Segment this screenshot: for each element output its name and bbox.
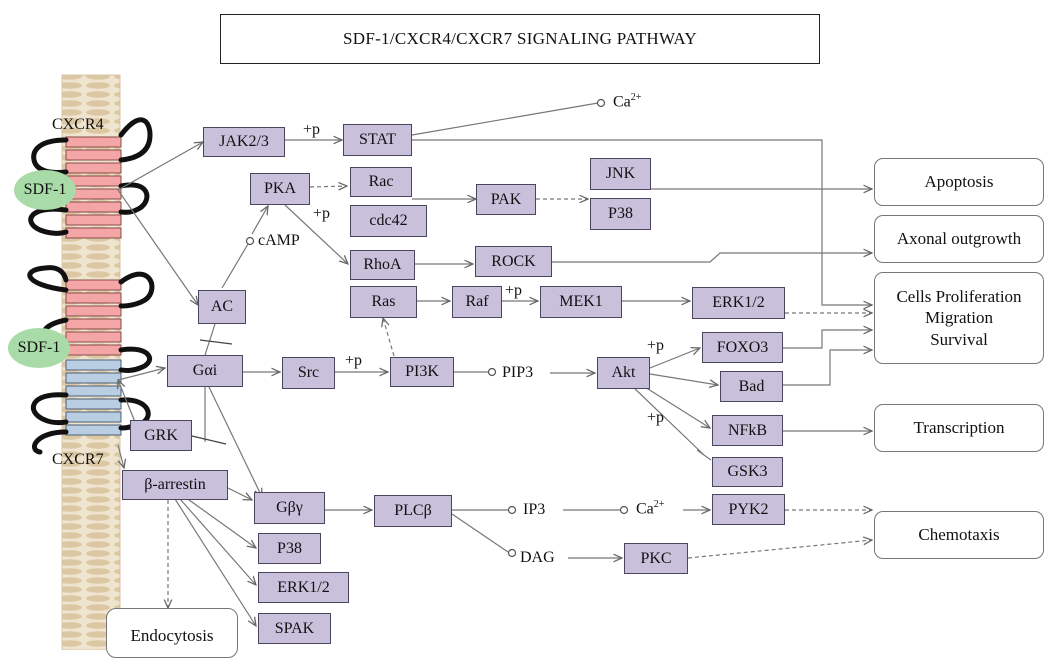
node-gsk3: GSK3 (712, 457, 783, 487)
label-pip3: PIP3 (502, 364, 534, 381)
node-plcb: PLCβ (374, 495, 452, 527)
node-ac: AC (198, 290, 246, 324)
outcome-endocytosis: Endocytosis (106, 608, 238, 658)
outcome-apoptosis: Apoptosis (874, 158, 1044, 206)
cxcr4-label: CXCR4 (52, 116, 104, 133)
node-nfkb: NFkB (712, 415, 783, 446)
outcome-cells-line3: Survival (930, 329, 988, 349)
node-gby: Gβγ (254, 492, 325, 524)
outcome-transcription: Transcription (874, 404, 1044, 452)
node-stat: STAT (343, 124, 412, 156)
label-p-pi3k: +p (345, 352, 363, 369)
node-raf: Raf (452, 286, 502, 318)
node-p38-top: P38 (590, 198, 651, 230)
node-spak: SPAK (258, 613, 331, 644)
node-pyk2: PYK2 (712, 494, 785, 525)
outcome-cells-line1: Cells Proliferation (896, 287, 1022, 307)
node-pak: PAK (476, 184, 536, 215)
outcome-cells-proliferation: Cells Proliferation Migration Survival (874, 272, 1044, 364)
node-pi3k: PI3K (390, 357, 454, 387)
node-bad: Bad (720, 371, 783, 402)
sdf1-ligand-bottom: SDF-1 (8, 328, 70, 368)
diagram-title: SDF-1/CXCR4/CXCR7 SIGNALING PATHWAY (220, 14, 820, 64)
node-foxo3: FOXO3 (702, 332, 783, 363)
node-cdc42: cdc42 (350, 205, 427, 237)
sdf1-ligand-top: SDF-1 (14, 170, 76, 210)
label-p-akt-1: +p (647, 337, 665, 354)
label-p-akt-2: +p (647, 409, 665, 426)
node-jak: JAK2/3 (203, 127, 285, 157)
node-p38-bottom: P38 (258, 533, 321, 564)
outcome-axonal-outgrowth: Axonal outgrowth (874, 215, 1044, 263)
node-beta-arrestin: β-arrestin (122, 470, 228, 500)
node-erk-bottom: ERK1/2 (258, 572, 349, 603)
node-erk-top: ERK1/2 (692, 287, 785, 319)
node-pkc: PKC (624, 543, 688, 574)
label-ca-top: Ca2+ (613, 92, 642, 111)
label-p-mek: +p (505, 282, 523, 299)
cxcr7-receptor-helices (65, 359, 122, 436)
node-ras: Ras (350, 286, 417, 318)
outcome-cells-line2: Migration (925, 308, 993, 328)
node-rhoa: RhoA (350, 250, 415, 280)
label-dag: DAG (520, 549, 555, 566)
label-p-stat: +p (303, 121, 321, 138)
cxcr7-label: CXCR7 (52, 451, 104, 468)
node-akt: Akt (597, 357, 650, 389)
node-gai: Gαi (167, 355, 243, 387)
node-grk: GRK (130, 420, 192, 451)
outcome-chemotaxis: Chemotaxis (874, 511, 1044, 559)
node-rac: Rac (350, 167, 412, 197)
node-jnk: JNK (590, 158, 651, 190)
node-pka: PKA (250, 173, 310, 205)
node-mek1: MEK1 (540, 286, 622, 318)
label-p-pka: +p (313, 205, 331, 222)
node-rock: ROCK (475, 246, 552, 277)
label-ca-bottom: Ca2+ (636, 499, 665, 518)
label-camp: cAMP (258, 232, 300, 249)
label-ip3: IP3 (523, 501, 546, 518)
node-src: Src (282, 357, 335, 389)
